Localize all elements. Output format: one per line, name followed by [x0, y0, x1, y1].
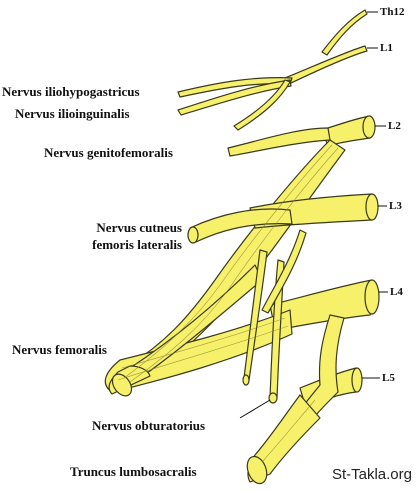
label-l3: L3: [389, 200, 402, 212]
label-l1: L1: [380, 42, 393, 54]
label-genitofemoralis: Nervus genitofemoralis: [44, 145, 173, 160]
l4-cut-end: [364, 279, 380, 315]
leader-lines: [239, 11, 388, 419]
label-l2: L2: [388, 120, 401, 132]
label-ilioinguinalis: Nervus ilioinguinalis: [15, 106, 130, 121]
femoral-cut-end: [111, 373, 133, 397]
label-cutaneus-line1: Nervus cutneus: [96, 220, 182, 235]
obturator-end-b: [268, 392, 278, 404]
cutaneus-femoris-nerve: [189, 208, 293, 243]
label-l5: L5: [382, 372, 395, 384]
femoral-main-bundle: [104, 309, 293, 393]
leader-obturatorius: [239, 399, 271, 419]
obturator-nerve-c: [261, 229, 307, 314]
th12-nerve: [321, 9, 368, 56]
label-lumbosacralis: Truncus lumbosacralis: [70, 464, 197, 479]
watermark: St-Takla.org: [331, 466, 412, 483]
label-cutaneus-line2: femoris lateralis: [92, 237, 182, 252]
l5-cut-end: [351, 367, 363, 393]
l2-cut-end: [362, 115, 376, 139]
genitofemoralis-nerve: [227, 127, 331, 157]
ilioinguinalis-nerve: [177, 79, 292, 116]
l3-cut-end: [365, 193, 379, 221]
l1-descending-branch: [233, 79, 291, 131]
label-th12: Th12: [380, 6, 405, 18]
label-obturatorius: Nervus obturatorius: [92, 418, 206, 433]
label-femoralis: Nervus femoralis: [12, 342, 107, 357]
cutaneus-cut-end: [187, 226, 199, 244]
striations: [117, 144, 339, 463]
l1-root: [284, 45, 368, 85]
label-l4: L4: [390, 286, 403, 298]
obturator-end-a: [242, 374, 250, 386]
label-iliohypogastricus: Nervus iliohypogastricus: [2, 84, 140, 99]
lumbosacral-cut-end: [246, 455, 268, 485]
